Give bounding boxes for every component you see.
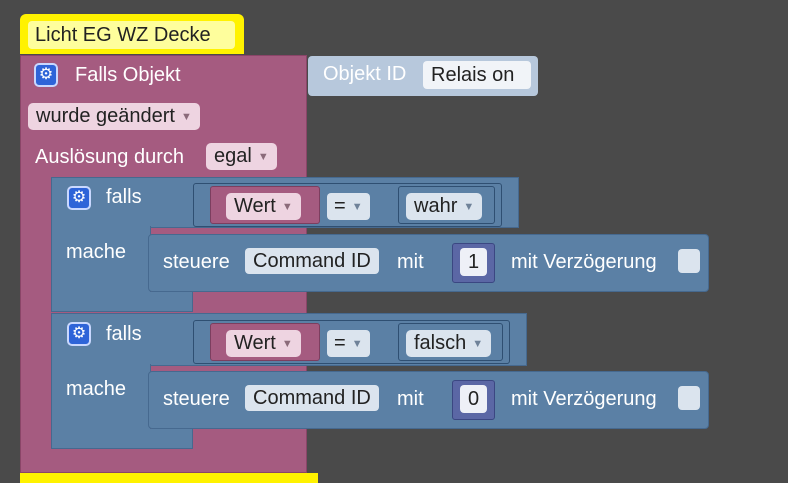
chevron-down-icon: ▼ xyxy=(351,338,363,350)
command-block-1[interactable] xyxy=(148,234,709,292)
command-label: steuere xyxy=(163,251,230,273)
operator-dropdown-1[interactable]: =▼ xyxy=(327,193,370,220)
value-label: Wert xyxy=(234,332,276,354)
delay-checkbox-1[interactable] xyxy=(678,249,700,273)
comment-text[interactable]: Licht EG WZ Decke xyxy=(28,21,235,49)
next-comment-block[interactable] xyxy=(20,473,318,483)
if-mache-label: mache xyxy=(66,241,127,263)
bool-dropdown-1[interactable]: wahr ▼ xyxy=(406,193,483,220)
operator-label: = xyxy=(334,332,346,354)
gear-icon[interactable]: ⚙ xyxy=(67,322,91,346)
delay-label: mit Verzögerung xyxy=(511,388,657,410)
if-mache-label: mache xyxy=(66,378,127,400)
chevron-down-icon: ▼ xyxy=(281,338,293,350)
command-target-1[interactable]: Command ID xyxy=(245,248,379,274)
object-id-label: Objekt ID xyxy=(323,63,407,85)
object-id-field[interactable]: Relais on xyxy=(423,61,531,89)
operator-label: = xyxy=(334,195,346,217)
value-dropdown-2[interactable]: Wert ▼ xyxy=(226,330,301,357)
chevron-down-icon: ▼ xyxy=(351,201,363,213)
command-target-2[interactable]: Command ID xyxy=(245,385,379,411)
trigger-title: Falls Objekt xyxy=(75,64,181,86)
delay-label: mit Verzögerung xyxy=(511,251,657,273)
bool-dropdown-2[interactable]: falsch ▼ xyxy=(406,330,492,357)
trigger-label: Auslösung durch xyxy=(35,146,184,168)
number-field-1[interactable]: 1 xyxy=(460,248,487,276)
bool-value: falsch xyxy=(414,332,467,354)
command-with-label: mit xyxy=(397,251,424,273)
value-dropdown-1[interactable]: Wert ▼ xyxy=(226,193,301,220)
command-label: steuere xyxy=(163,388,230,410)
condition-value: wurde geändert xyxy=(36,105,175,127)
if-block-2-footer xyxy=(51,429,193,449)
gear-icon[interactable]: ⚙ xyxy=(67,186,91,210)
chevron-down-icon: ▼ xyxy=(180,111,192,123)
if-block-1-footer xyxy=(51,292,193,312)
trigger-dropdown[interactable]: egal ▼ xyxy=(206,143,277,170)
delay-checkbox-2[interactable] xyxy=(678,386,700,410)
command-with-label: mit xyxy=(397,388,424,410)
chevron-down-icon: ▼ xyxy=(257,151,269,163)
number-field-2[interactable]: 0 xyxy=(460,385,487,413)
chevron-down-icon: ▼ xyxy=(472,338,484,350)
value-label: Wert xyxy=(234,195,276,217)
condition-dropdown[interactable]: wurde geändert ▼ xyxy=(28,103,200,130)
if-falls-label: falls xyxy=(106,323,142,345)
gear-icon[interactable]: ⚙ xyxy=(34,63,58,87)
operator-dropdown-2[interactable]: =▼ xyxy=(327,330,370,357)
chevron-down-icon: ▼ xyxy=(281,201,293,213)
command-block-2[interactable] xyxy=(148,371,709,429)
if-falls-label: falls xyxy=(106,186,142,208)
chevron-down-icon: ▼ xyxy=(463,201,475,213)
trigger-value: egal xyxy=(214,145,252,167)
bool-value: wahr xyxy=(414,195,458,217)
